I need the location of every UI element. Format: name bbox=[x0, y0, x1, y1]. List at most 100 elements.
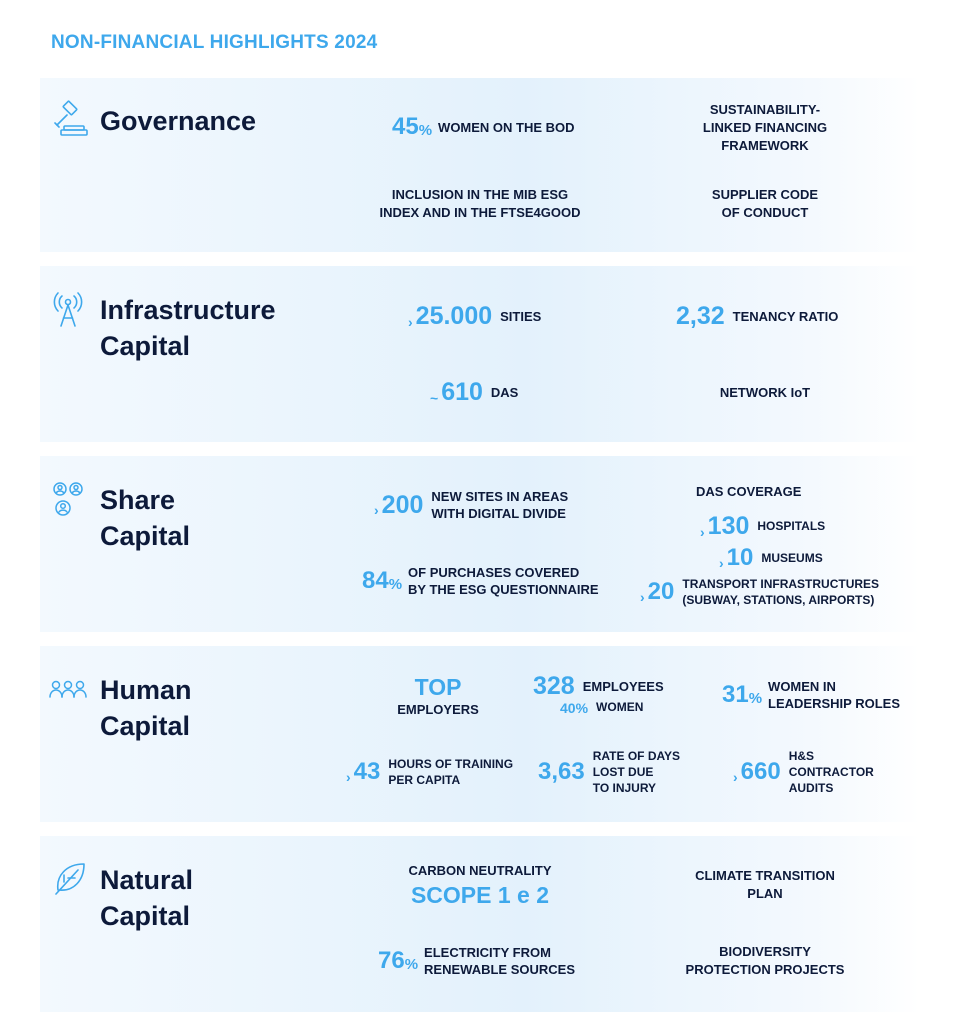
sites-stat: › 25.000 SITIES bbox=[408, 302, 541, 331]
stat-value: SCOPE 1 e 2 bbox=[410, 882, 550, 908]
stat-unit: % bbox=[388, 575, 403, 593]
stat-label: ELECTRICITY FROM RENEWABLE SOURCES bbox=[424, 944, 575, 978]
stat-value: 25.000 bbox=[415, 302, 493, 330]
stat-label: DAS bbox=[490, 385, 519, 400]
stat-label: NEW SITES IN AREAS WITH DIGITAL DIVIDE bbox=[431, 488, 568, 522]
text-line: OF CONDUCT bbox=[721, 205, 809, 220]
new-sites-stat: › 200 NEW SITES IN AREAS WITH DIGITAL DI… bbox=[374, 488, 568, 522]
text-line: INDEX AND IN THE FTSE4GOOD bbox=[379, 205, 581, 220]
leadership-stat: 31 % WOMEN IN LEADERSHIP ROLES bbox=[722, 678, 900, 712]
text-line: BY THE ESG QUESTIONNAIRE bbox=[408, 582, 599, 597]
text-line: AUDITS bbox=[788, 781, 834, 795]
text-line: CLIMATE TRANSITION bbox=[695, 868, 835, 883]
text-line: PLAN bbox=[747, 886, 783, 901]
text-line: FRAMEWORK bbox=[721, 138, 809, 153]
stat-value: TOP bbox=[414, 674, 462, 700]
stat-unit: % bbox=[748, 689, 763, 707]
stat-unit: % bbox=[418, 121, 433, 139]
chevron-right-icon: › bbox=[700, 523, 705, 540]
stat-label: TRANSPORT INFRASTRUCTURES (SUBWAY, STATI… bbox=[682, 576, 879, 608]
chevron-right-icon: › bbox=[719, 555, 724, 571]
transport-stat: › 20 TRANSPORT INFRASTRUCTURES (SUBWAY, … bbox=[640, 576, 879, 608]
stat-label: CARBON NEUTRALITY bbox=[408, 863, 552, 878]
chevron-right-icon: › bbox=[374, 502, 379, 518]
natural-capital-title: Natural Capital bbox=[100, 862, 193, 934]
text-line: CONTRACTOR bbox=[788, 765, 874, 779]
stat-label: EMPLOYEES bbox=[582, 679, 664, 694]
stat-value: 610 bbox=[441, 378, 483, 406]
text-line: WOMEN IN bbox=[768, 679, 836, 694]
employees-stat: 328 EMPLOYEES 40% WOMEN bbox=[533, 672, 664, 716]
text-line: RENEWABLE SOURCES bbox=[424, 962, 576, 977]
share-capital-section bbox=[40, 456, 920, 632]
stat-value: 10 bbox=[726, 544, 754, 571]
title-line: Capital bbox=[100, 901, 191, 931]
gavel-icon bbox=[50, 100, 90, 140]
people-network-icon bbox=[50, 480, 90, 520]
supplier-code-text: SUPPLIER CODE OF CONDUCT bbox=[665, 186, 865, 222]
chevron-right-icon: › bbox=[408, 313, 413, 330]
stat-label: OF PURCHASES COVERED BY THE ESG QUESTION… bbox=[408, 564, 598, 598]
stat-unit: % bbox=[404, 955, 419, 973]
stat-value: 200 bbox=[381, 490, 424, 519]
carbon-neutrality-stat: CARBON NEUTRALITY SCOPE 1 e 2 bbox=[360, 862, 600, 910]
contractor-audits-stat: › 660 H&S CONTRACTOR AUDITS bbox=[733, 748, 874, 796]
governance-title: Governance bbox=[100, 106, 257, 136]
stat-label: TENANCY RATIO bbox=[732, 309, 839, 324]
biodiversity-text: BIODIVERSITY PROTECTION PROJECTS bbox=[650, 943, 880, 979]
title-line: Natural bbox=[100, 865, 194, 895]
stat-label: RATE OF DAYS LOST DUE TO INJURY bbox=[593, 748, 680, 796]
text-line: SUSTAINABILITY- bbox=[709, 102, 821, 117]
people-group-icon bbox=[48, 670, 88, 710]
text-line: NETWORK IoT bbox=[719, 385, 811, 400]
approx-icon: ~ bbox=[430, 389, 439, 406]
text-line: HOURS OF TRAINING bbox=[388, 757, 514, 771]
text-line: LOST DUE bbox=[592, 765, 654, 779]
stat-value: 84 bbox=[362, 567, 389, 594]
page-title: NON-FINANCIAL HIGHLIGHTS 2024 bbox=[51, 32, 378, 53]
text-line: LEADERSHIP ROLES bbox=[768, 696, 900, 711]
text-line: RATE OF DAYS bbox=[592, 749, 681, 763]
title-line: Capital bbox=[100, 521, 191, 551]
text-line: NEW SITES IN AREAS bbox=[431, 489, 569, 504]
climate-transition-text: CLIMATE TRANSITION PLAN bbox=[665, 867, 865, 903]
stat-value: 20 bbox=[647, 578, 675, 605]
stat-value: 328 bbox=[533, 672, 575, 700]
women-label: WOMEN bbox=[596, 700, 644, 714]
text-line: BIODIVERSITY bbox=[719, 944, 811, 959]
title-line: Human bbox=[100, 675, 192, 705]
text-line: SUPPLIER CODE bbox=[711, 187, 819, 202]
stat-value: 130 bbox=[707, 512, 750, 540]
share-capital-title: Share Capital bbox=[100, 482, 190, 554]
chevron-right-icon: › bbox=[346, 769, 351, 785]
stat-label: WOMEN ON THE BOD bbox=[438, 119, 575, 135]
financing-framework-text: SUSTAINABILITY- LINKED FINANCING FRAMEWO… bbox=[665, 101, 865, 155]
text-line: TO INJURY bbox=[592, 781, 657, 795]
governance-section bbox=[40, 78, 920, 252]
text-line: WITH DIGITAL DIVIDE bbox=[431, 506, 566, 521]
stat-label: H&S CONTRACTOR AUDITS bbox=[789, 748, 874, 796]
injury-rate-stat: 3,63 RATE OF DAYS LOST DUE TO INJURY bbox=[538, 748, 680, 796]
museums-stat: › 10 MUSEUMS bbox=[719, 544, 823, 572]
purchases-stat: 84 % OF PURCHASES COVERED BY THE ESG QUE… bbox=[362, 564, 599, 598]
title-line: Share bbox=[100, 485, 176, 515]
top-employers-stat: TOP EMPLOYERS bbox=[378, 673, 498, 719]
stat-label: MUSEUMS bbox=[761, 550, 823, 565]
renewable-electricity-stat: 76 % ELECTRICITY FROM RENEWABLE SOURCES bbox=[378, 944, 575, 978]
das-coverage-label: DAS COVERAGE bbox=[696, 484, 802, 499]
title-line: Capital bbox=[100, 331, 191, 361]
text-line: TRANSPORT INFRASTRUCTURES bbox=[682, 577, 880, 591]
training-stat: › 43 HOURS OF TRAINING PER CAPITA bbox=[346, 756, 513, 788]
chevron-right-icon: › bbox=[640, 589, 645, 605]
index-inclusion-text: INCLUSION IN THE MIB ESG INDEX AND IN TH… bbox=[350, 186, 610, 222]
stat-label: EMPLOYERS bbox=[397, 702, 479, 717]
stat-label: WOMEN IN LEADERSHIP ROLES bbox=[768, 678, 900, 712]
text-line: INCLUSION IN THE MIB ESG bbox=[391, 187, 569, 202]
stat-value: 45 bbox=[392, 113, 419, 140]
stat-label: SITIES bbox=[500, 309, 542, 324]
stat-label: HOSPITALS bbox=[757, 519, 826, 533]
stat-value: 3,63 bbox=[538, 758, 585, 785]
text-line: PER CAPITA bbox=[388, 773, 461, 787]
stat-label: HOURS OF TRAINING PER CAPITA bbox=[388, 756, 513, 788]
text-line: (SUBWAY, STATIONS, AIRPORTS) bbox=[682, 593, 875, 607]
